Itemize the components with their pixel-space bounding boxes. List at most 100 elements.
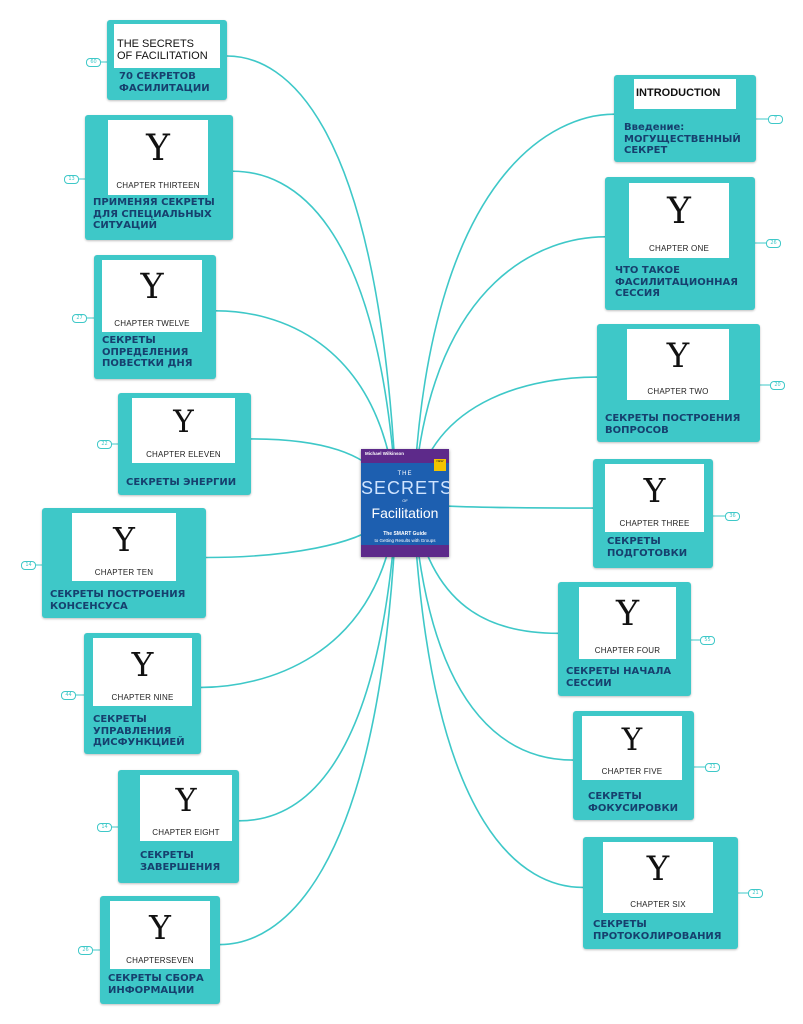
chapter-number: CHAPTER SIX <box>630 900 686 909</box>
book-subtitle: The SMART Guide <box>383 531 427 537</box>
book-subtitle-2: to Getting Results with Groups <box>374 538 436 543</box>
chapter-y-icon: Y <box>146 128 170 169</box>
connector-line-t8 <box>414 113 615 472</box>
book-top-band <box>361 449 449 463</box>
topic-label: СЕКРЕТЫ ЗАВЕРШЕНИЯ <box>140 850 221 873</box>
topic-label: СЕКРЕТЫ ПРОТОКОЛИРОВАНИЯ <box>593 919 722 942</box>
book-title-card: THE SECRETS OF FACILITATION <box>114 24 220 68</box>
topic-label: СЕКРЕТЫ ЭНЕРГИИ <box>126 477 237 488</box>
topic-label: ПРИМЕНЯЯ СЕКРЕТЫ ДЛЯ СПЕЦИАЛЬНЫХ СИТУАЦИ… <box>93 197 215 231</box>
chapter-y-icon: Y <box>173 404 194 440</box>
chapter-y-icon: Y <box>615 594 640 634</box>
chapter-y-icon: Y <box>621 722 643 758</box>
topic-label: 70 СЕКРЕТОВ ФАСИЛИТАЦИИ <box>119 71 210 94</box>
topic-label: СЕКРЕТЫ ФОКУСИРОВКИ <box>588 791 679 814</box>
topic-node-t13[interactable]: Y CHAPTER FIVE СЕКРЕТЫ ФОКУСИРОВКИ <box>573 711 694 820</box>
chapter-card: Y CHAPTER THIRTEEN <box>108 120 208 195</box>
chapter-y-icon: Y <box>149 908 171 947</box>
topic-node-t7[interactable]: Y CHAPTERSEVEN СЕКРЕТЫ СБОРА ИНФОРМАЦИИ <box>100 896 220 1004</box>
count-badge[interactable]: 13 <box>64 175 79 184</box>
chapter-number: CHAPTER NINE <box>111 693 174 702</box>
chapter-card: Y CHAPTER NINE <box>93 638 192 706</box>
chapter-card: Y CHAPTER FOUR <box>579 587 676 659</box>
connector-line-t9 <box>414 236 606 482</box>
connector-line-t6 <box>238 528 396 822</box>
topic-node-t6[interactable]: Y CHAPTER EIGHT СЕКРЕТЫ ЗАВЕРШЕНИЯ <box>118 770 239 883</box>
center-book-cover[interactable]: Michael Wilkinson NEW THE SECRETS OF Fac… <box>361 449 449 557</box>
chapter-card: Y CHAPTERSEVEN <box>110 901 210 969</box>
chapter-card: Y CHAPTER TWELVE <box>102 260 202 332</box>
book-title-text: THE SECRETS OF FACILITATION <box>117 38 208 62</box>
chapter-number: CHAPTER FIVE <box>601 767 663 776</box>
topic-label: Введение: МОГУЩЕСТВЕННЫЙ СЕКРЕТ <box>624 122 741 156</box>
topic-node-t5[interactable]: Y CHAPTER NINE СЕКРЕТЫ УПРАВЛЕНИЯ ДИСФУНКЦ… <box>84 633 201 754</box>
topic-label: СЕКРЕТЫ ПОДГОТОВКИ <box>607 536 688 559</box>
chapter-y-icon: Y <box>666 336 690 376</box>
chapter-y-icon: Y <box>140 267 164 307</box>
book-title-of: OF <box>402 498 408 503</box>
book-new-badge: NEW <box>434 459 446 471</box>
chapter-number: CHAPTER THREE <box>619 519 690 528</box>
count-badge[interactable]: 21 <box>705 763 720 772</box>
topic-label: СЕКРЕТЫ ОПРЕДЕЛЕНИЯ ПОВЕСТКИ ДНЯ <box>102 335 193 369</box>
topic-node-t1[interactable]: Y CHAPTER THIRTEEN ПРИМЕНЯЯ СЕКРЕТЫ ДЛЯ СП… <box>85 115 233 240</box>
count-badge[interactable]: 44 <box>61 691 76 700</box>
book-title-sub: Facilitation <box>371 505 439 521</box>
count-badge[interactable]: 20 <box>770 381 785 390</box>
book-title-top: THE <box>397 471 413 477</box>
topic-label: ЧТО ТАКОЕ ФАСИЛИТАЦИОННАЯ СЕССИЯ <box>615 265 738 299</box>
chapter-y-icon: Y <box>113 520 135 559</box>
chapter-card: Y CHAPTER TEN <box>72 513 176 581</box>
count-badge[interactable]: 27 <box>72 314 87 323</box>
chapter-y-icon: Y <box>646 849 670 889</box>
chapter-card: Y CHAPTER THREE <box>605 464 704 532</box>
topic-node-t2[interactable]: Y CHAPTER TWELVE СЕКРЕТЫ ОПРЕДЕЛЕНИЯ ПОВЕС… <box>94 255 216 379</box>
chapter-y-icon: Y <box>175 781 197 819</box>
chapter-number: CHAPTER FOUR <box>594 646 661 655</box>
introduction-card: INTRODUCTION <box>634 79 736 109</box>
chapter-number: CHAPTER TWELVE <box>114 319 190 328</box>
count-badge[interactable]: 26 <box>766 239 781 248</box>
chapter-card: Y CHAPTER SIX <box>603 842 713 913</box>
count-badge[interactable]: 14 <box>21 561 36 570</box>
chapter-y-icon: Y <box>131 645 154 684</box>
connector-line-t13 <box>414 523 574 761</box>
topic-node-t4[interactable]: Y CHAPTER TEN СЕКРЕТЫ ПОСТРОЕНИЯ КОНСЕНСУС… <box>42 508 206 618</box>
chapter-number: CHAPTER ONE <box>649 244 709 253</box>
chapter-number: CHAPTER EIGHT <box>152 828 220 837</box>
chapter-card: Y CHAPTER FIVE <box>582 716 682 780</box>
count-badge[interactable]: 22 <box>97 440 112 449</box>
chapter-card: Y CHAPTER EIGHT <box>140 775 232 841</box>
topic-label: СЕКРЕТЫ СБОРА ИНФОРМАЦИИ <box>108 973 204 996</box>
count-badge[interactable]: 21 <box>748 889 763 898</box>
chapter-number: CHAPTER TEN <box>94 568 154 577</box>
count-badge[interactable]: 14 <box>97 823 112 832</box>
introduction-text: INTRODUCTION <box>636 87 721 99</box>
book-title-main: SECRETS <box>361 478 449 498</box>
topic-label: СЕКРЕТЫ НАЧАЛА СЕССИИ <box>566 666 672 689</box>
chapter-number: CHAPTERSEVEN <box>126 956 194 965</box>
count-badge[interactable]: 26 <box>78 946 93 955</box>
connector-line-t0 <box>226 55 396 468</box>
topic-node-t12[interactable]: Y CHAPTER FOUR СЕКРЕТЫ НАЧАЛА СЕССИИ <box>558 582 691 696</box>
connector-line-t7 <box>219 538 396 946</box>
topic-label: СЕКРЕТЫ УПРАВЛЕНИЯ ДИСФУНКЦИЕЙ <box>93 714 185 748</box>
count-badge[interactable]: 36 <box>725 512 740 521</box>
connector-line-t1 <box>232 170 396 477</box>
chapter-number: CHAPTER THIRTEEN <box>116 181 200 190</box>
count-badge[interactable]: 7 <box>768 115 783 124</box>
topic-node-t0[interactable]: THE SECRETS OF FACILITATION 70 СЕКРЕТОВ Ф… <box>107 20 227 100</box>
topic-node-t8[interactable]: INTRODUCTION Введение: МОГУЩЕСТВЕННЫЙ СЕК… <box>614 75 756 162</box>
count-badge[interactable]: 60 <box>86 58 101 67</box>
count-badge[interactable]: 55 <box>700 636 715 645</box>
chapter-y-icon: Y <box>643 471 666 510</box>
topic-label: СЕКРЕТЫ ПОСТРОЕНИЯ КОНСЕНСУСА <box>50 589 186 612</box>
topic-node-t14[interactable]: Y CHAPTER SIX СЕКРЕТЫ ПРОТОКОЛИРОВАНИЯ <box>583 837 738 949</box>
topic-node-t11[interactable]: Y CHAPTER THREE СЕКРЕТЫ ПОДГОТОВКИ <box>593 459 713 568</box>
